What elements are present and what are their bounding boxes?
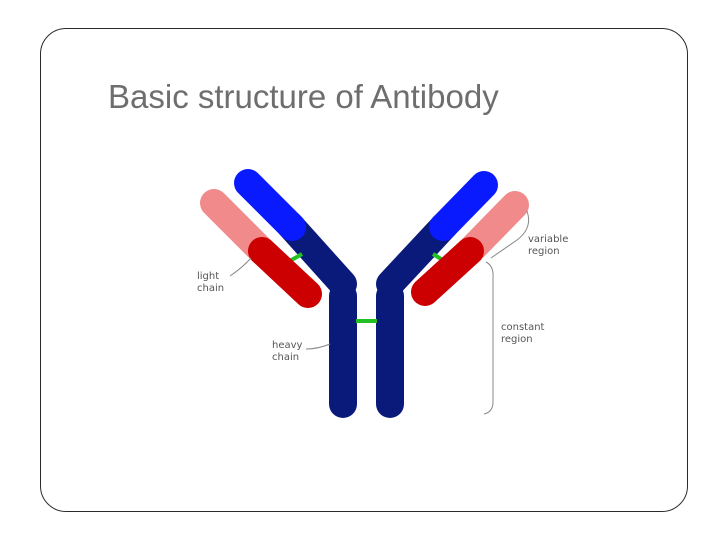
variable-region-label-line2: region xyxy=(528,246,560,257)
light-chain-label-line1: light xyxy=(197,271,219,282)
heavy-chain-label-line1: heavy xyxy=(272,340,303,351)
heavy-chain-label-line2: chain xyxy=(272,352,299,363)
light-chain-label-line2: chain xyxy=(197,283,224,294)
variable-region-label-line1: variable xyxy=(528,234,568,245)
heavy-chain-pointer xyxy=(305,343,331,350)
constant-region-bracket xyxy=(483,261,494,415)
heavy-chain-arm-left-variable xyxy=(234,169,306,241)
slide-title: Basic structure of Antibody xyxy=(108,78,499,115)
light-chain-pointer xyxy=(229,257,252,277)
slide-frame xyxy=(40,28,688,512)
constant-region-label-line1: constant xyxy=(501,322,545,333)
variable-region-bracket xyxy=(490,210,530,259)
heavy-chain-arm-right-variable xyxy=(429,171,498,241)
constant-region-label-line2: region xyxy=(501,334,533,345)
light-chain-right-constant xyxy=(411,237,484,306)
light-chain-left-constant xyxy=(248,237,322,308)
